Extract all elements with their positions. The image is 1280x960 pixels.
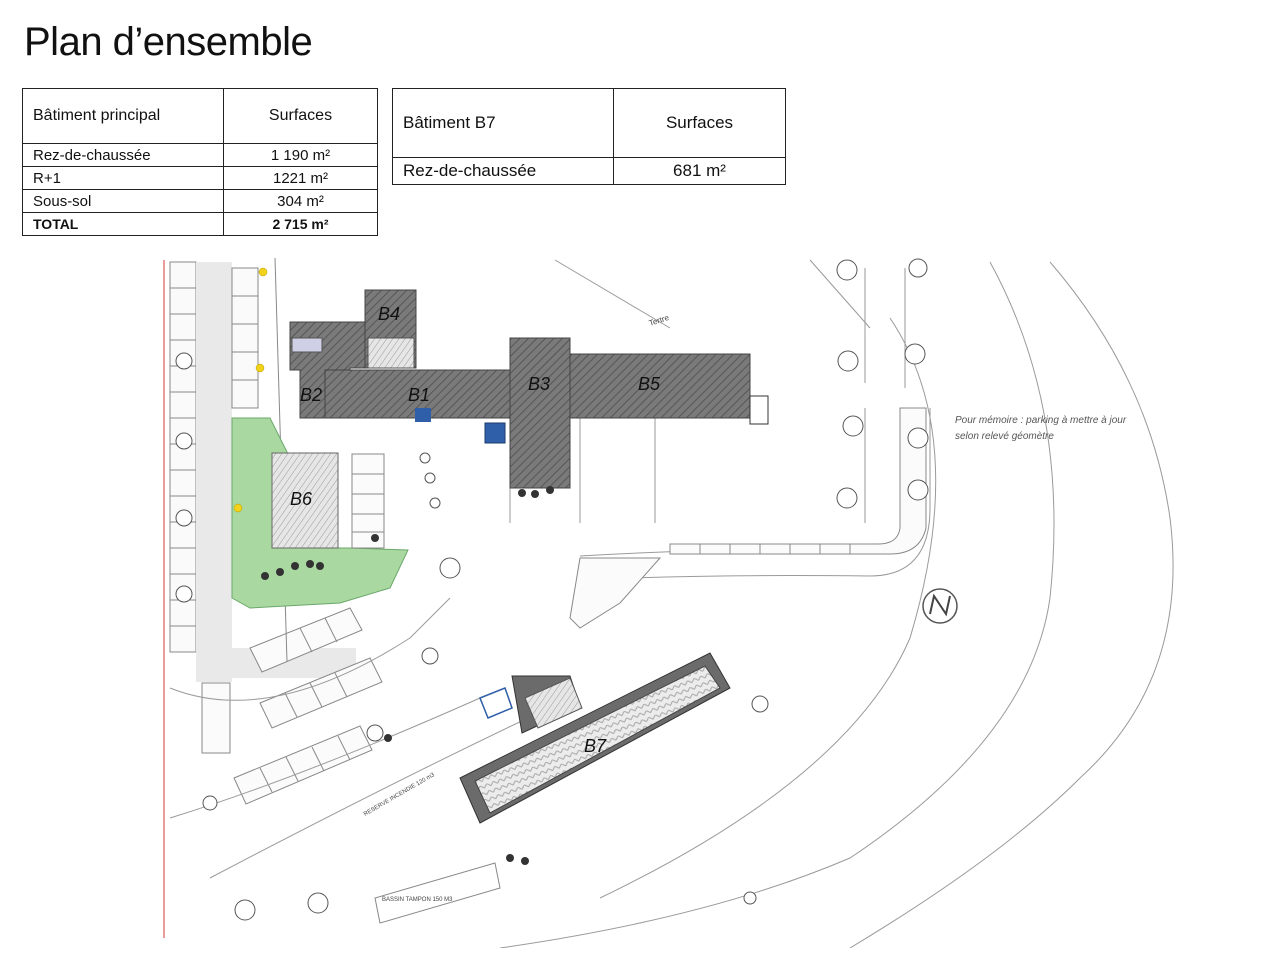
- parking-east: [569, 407, 927, 629]
- building-label-b3: B3: [528, 374, 550, 394]
- building-label-b7: B7: [584, 736, 607, 756]
- table-cell-label: TOTAL: [22, 212, 224, 236]
- tertre-label: Tertre: [648, 313, 671, 328]
- site-plan: B6 B4 B2 B1 B3 B5 Tertre B7 RESERVE INCE…: [163, 258, 1174, 948]
- table-row: R+1 1221 m²: [22, 166, 378, 190]
- table-header-cell: Surfaces: [223, 88, 378, 144]
- table-cell-value: 1 190 m²: [223, 143, 378, 167]
- main-building-surfaces-table: Bâtiment principal Surfaces Rez-de-chaus…: [22, 88, 378, 236]
- table-row: Rez-de-chaussée 1 190 m²: [22, 143, 378, 167]
- parking-near-b6: [351, 453, 385, 549]
- bassin-tampon-label: BASSIN TAMPON 150 M3: [382, 897, 453, 903]
- tree-icons: [175, 258, 929, 921]
- page-title: Plan d’ensemble: [24, 20, 313, 64]
- table-row: Rez-de-chaussée 681 m²: [392, 157, 786, 185]
- dark-shrub-icons: [261, 486, 554, 865]
- table-cell-value: 2 715 m²: [223, 212, 378, 236]
- table-cell-value: 681 m²: [613, 157, 786, 185]
- table-header-cell: Bâtiment B7: [392, 88, 614, 158]
- table-cell-label: R+1: [22, 166, 224, 190]
- building-label-b6: B6: [290, 489, 313, 509]
- plan-note-line-1: Pour mémoire : parking à mettre à jour: [955, 415, 1127, 426]
- table-row-total: TOTAL 2 715 m²: [22, 212, 378, 236]
- accessibility-icons: [233, 267, 268, 513]
- left-road: [169, 261, 356, 682]
- reserve-incendie-label: RESERVE INCENDIE 120 m3: [363, 772, 436, 818]
- table-cell-label: Rez-de-chaussée: [392, 157, 614, 185]
- building-label-b2: B2: [300, 385, 322, 405]
- north-arrow-icon: [922, 588, 958, 624]
- table-cell-value: 1221 m²: [223, 166, 378, 190]
- table-header-cell: Surfaces: [613, 88, 786, 158]
- table-cell-value: 304 m²: [223, 189, 378, 213]
- plan-note-line-2: selon relevé géomètre: [955, 431, 1054, 442]
- table-row: Sous-sol 304 m²: [22, 189, 378, 213]
- building-label-b1: B1: [408, 385, 430, 405]
- main-building: [289, 321, 769, 489]
- table-cell-label: Rez-de-chaussée: [22, 143, 224, 167]
- building-label-b5: B5: [638, 374, 661, 394]
- b7-surfaces-table: Bâtiment B7 Surfaces Rez-de-chaussée 681…: [392, 88, 786, 185]
- table-cell-label: Sous-sol: [22, 189, 224, 213]
- building-label-b4: B4: [378, 304, 400, 324]
- table-header-row: Bâtiment principal Surfaces: [22, 88, 378, 144]
- table-header-cell: Bâtiment principal: [22, 88, 224, 144]
- table-header-row: Bâtiment B7 Surfaces: [392, 88, 786, 158]
- building-b7: [459, 652, 731, 824]
- building-b6: [271, 452, 339, 549]
